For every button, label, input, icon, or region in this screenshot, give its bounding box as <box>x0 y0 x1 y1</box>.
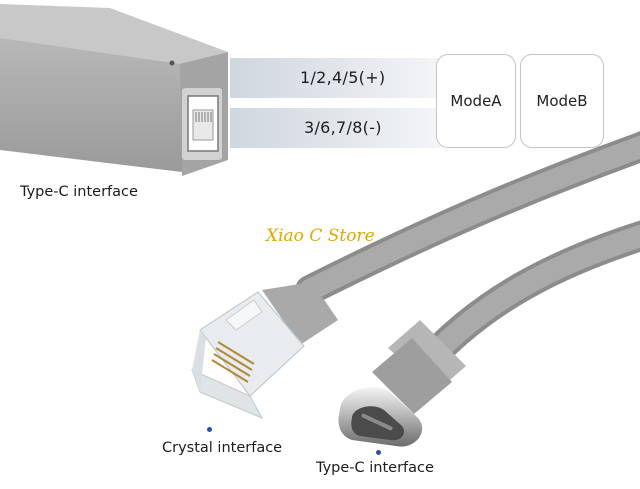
usb-c-plug <box>338 320 466 447</box>
crystal-dot <box>207 427 212 432</box>
store-watermark: Xiao C Store <box>266 226 375 246</box>
top-type-c-label: Type-C interface <box>20 184 138 200</box>
mode-a-label: ModeA <box>450 92 502 110</box>
bottom-type-c-label: Type-C interface <box>316 460 434 476</box>
splitter-adapter <box>0 4 228 176</box>
bottom-type-c-dot <box>376 450 381 455</box>
pin-bands <box>230 58 440 148</box>
mode-b-box: ModeB <box>520 54 604 148</box>
pin-group-negative: 3/6,7/8(-) <box>304 118 382 137</box>
mode-b-label: ModeB <box>536 92 588 110</box>
pin-group-positive: 1/2,4/5(+) <box>300 68 386 87</box>
crystal-interface-label: Crystal interface <box>162 440 283 456</box>
cable <box>295 131 640 385</box>
mode-a-box: ModeA <box>436 54 516 148</box>
rj45-connector <box>191 282 338 420</box>
